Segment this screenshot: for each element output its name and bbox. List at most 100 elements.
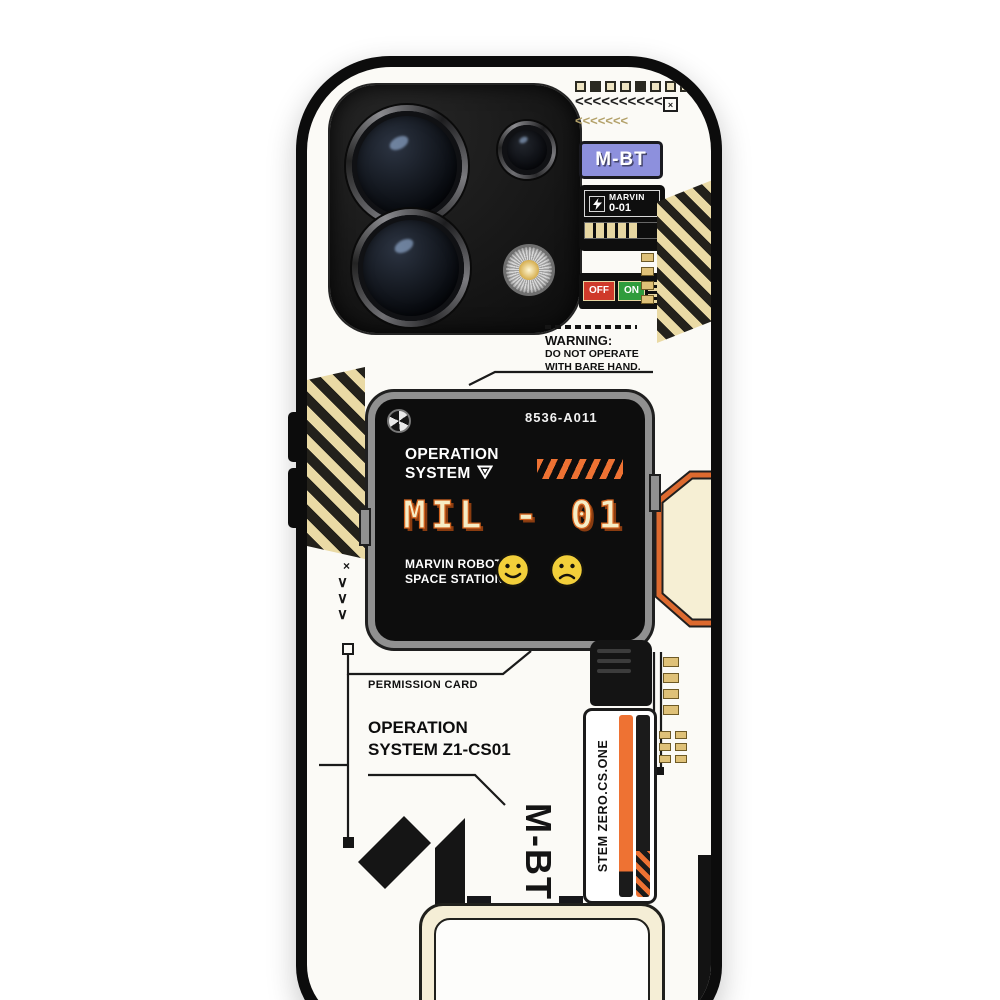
gold-pads-top [641,253,654,304]
switch-panel: OFF ON [579,273,668,309]
warning-text: WARNING: DO NOT OPERATE WITH BARE HAND. [545,333,641,374]
gold-pad [663,673,679,683]
chevron-down-icon: ∨ [337,574,348,591]
os-title: OPERATION SYSTEM [405,445,499,483]
camera-lens-secondary-glass [502,125,552,175]
gold-pad [641,253,654,262]
decor-chevrons-down: ∨ ∨ ∨ [337,575,348,623]
circuit-bracket-line [346,650,532,676]
operation-system-label: OPERATION SYSTEM Z1-CS01 [368,717,511,761]
decor-square [605,81,616,92]
decor-square [665,81,676,92]
os-title-line2: SYSTEM [405,465,471,482]
mbt-tag: M-BT [579,141,663,179]
operation-system-line2: SYSTEM Z1-CS01 [368,740,511,759]
decor-squares [575,81,691,92]
station-line2: SPACE STATION [405,572,504,586]
connector-block [590,640,652,706]
gold-pad [641,267,654,276]
edge-strip [698,855,711,1000]
gold-pads-column [663,657,679,715]
sad-face-icon [549,552,585,588]
face-icons [493,549,587,589]
circuit-underline [368,773,506,806]
lens-reflection [392,236,416,257]
decor-cross: × [343,559,351,573]
camera-lens-main-glass [352,111,462,221]
warning-title: WARNING: [545,333,613,348]
switch-off: OFF [583,281,615,301]
phone-body: <<<<<<<<<< × <<<<<<< M-BT MARVIN 0-01 OF… [288,56,722,1000]
decor-cross-box: × [663,97,678,112]
circuit-node-filled [343,837,354,848]
decor-square [635,81,646,92]
camera-flash [506,247,552,293]
dashed-line [545,325,637,329]
gold-pad [659,755,671,763]
gold-pad [675,755,687,763]
power-button [288,468,297,528]
bottom-panel [419,903,665,1000]
panel-tab [559,896,583,907]
station-label: MARVIN ROBOT SPACE STATION [405,557,504,587]
permission-card-label: PERMISSION CARD [368,679,478,691]
os-title-line1: OPERATION [405,446,499,463]
camera-lens-wide [352,209,470,327]
triangle-logo-icon [476,465,494,484]
camera-flash-core [519,260,539,280]
marvin-badge: MARVIN 0-01 [584,190,660,217]
system-zero-label: STEM ZERO.CS.ONE [596,739,611,873]
system-zero-label-col: STEM ZERO.CS.ONE [590,715,616,897]
warning-line-1: DO NOT OPERATE [545,348,639,360]
model-name: MIL - 01 [402,492,627,537]
hazard-stripes-bar [636,851,650,897]
system-zero-bar: STEM ZERO.CS.ONE [583,708,657,904]
os-card-screen: 8536-A011 OPERATION SYSTEM MIL - 01 [375,399,645,641]
volume-button [288,412,297,462]
decor-square [680,81,691,92]
camera-lens-wide-glass [358,215,464,321]
gold-pad [675,743,687,751]
gold-pad [641,281,654,290]
mbt-vertical-text: M-BT [518,803,559,901]
card-tab [651,476,659,510]
gold-pad [663,689,679,699]
decor-chevrons-row1: <<<<<<<<<< [575,93,663,110]
badge-code: 0-01 [609,202,632,214]
lens-reflection [518,135,529,145]
arrow-shape-icon [358,816,431,889]
chevron-down-icon: ∨ [337,606,348,623]
black-bar [636,715,650,897]
gold-pad [663,657,679,667]
lens-reflection [387,133,412,154]
camera-module [330,85,580,333]
connector-slot [597,649,631,653]
decor-square [620,81,631,92]
os-card: 8536-A011 OPERATION SYSTEM MIL - 01 [361,392,659,648]
panel-tab [467,896,491,907]
card-tab [361,510,369,544]
bottom-panel-inner [434,918,650,1000]
side-panel-hexagon [656,472,711,626]
hazard-stripes-right [657,179,711,343]
side-panel-hexagon-outline [654,470,711,628]
lightning-icon [589,195,605,212]
gold-pad [659,743,671,751]
connector-slot [597,669,631,673]
camera-lens-main [346,105,468,227]
decor-chevrons-row2: <<<<<<< [575,113,629,128]
orange-bar [619,715,633,897]
circuit-node-square [342,643,354,655]
decor-square [650,81,661,92]
warning-line-2: WITH BARE HAND. [545,361,641,373]
gold-pad [663,705,679,715]
station-line1: MARVIN ROBOT [405,557,503,571]
gold-pad [675,731,687,739]
battery-indicator [584,222,660,239]
camera-lens-secondary [498,121,556,179]
gold-pad [641,295,654,304]
battery-module: MARVIN 0-01 [579,185,665,251]
badge-text: MARVIN 0-01 [609,193,645,215]
switch-on: ON [618,281,645,301]
